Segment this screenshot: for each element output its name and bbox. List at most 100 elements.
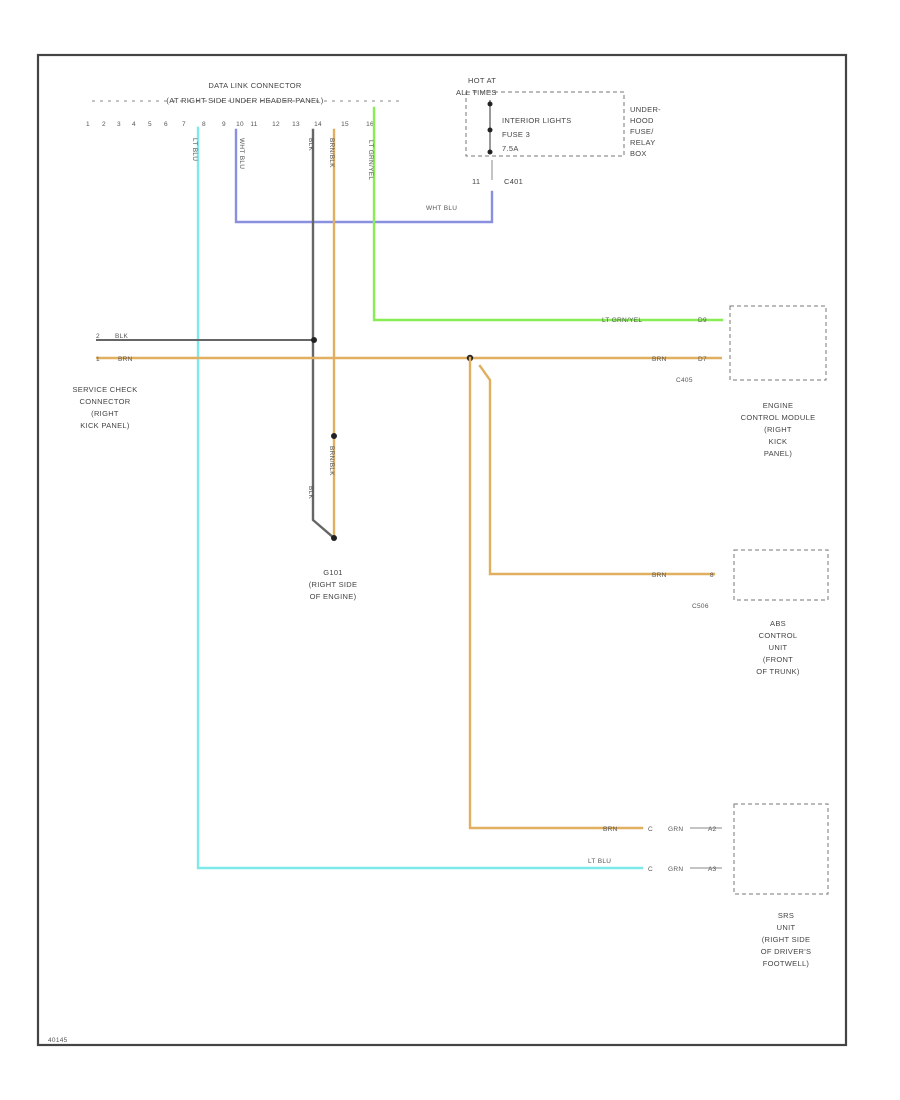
ecm-pin-d9: D9 xyxy=(698,317,707,324)
service-check-label-line-4: KICK PANEL) xyxy=(80,421,130,430)
service-check-label-line-1: SERVICE CHECK xyxy=(72,385,137,394)
ground-label-line-2: (RIGHT SIDE xyxy=(309,580,358,589)
fuse-name: INTERIOR LIGHTS xyxy=(502,116,572,125)
underhood-label-line-4: RELAY xyxy=(630,138,656,147)
dlc-title: DATA LINK CONNECTOR xyxy=(208,81,301,90)
dlc-subtitle: (AT RIGHT SIDE UNDER HEADER PANEL) xyxy=(166,96,323,105)
wire-label-blk-service: BLK xyxy=(115,333,129,340)
fuse-rating: 7.5A xyxy=(502,144,519,153)
abs-pin: 8 xyxy=(710,572,714,579)
c506-label: C506 xyxy=(692,603,709,610)
wire-label-brn-blk-vertical: BRN/BLK xyxy=(328,138,335,168)
ecm-label-line-5: PANEL) xyxy=(764,449,793,458)
dlc-pin-12: 12 xyxy=(272,121,280,128)
wire-wht-blu xyxy=(234,128,494,224)
dlc-pin-9: 9 xyxy=(222,121,226,128)
wire-label-wht-blu-vertical: WHT BLU xyxy=(238,138,245,169)
dlc-pin-3: 3 xyxy=(117,121,121,128)
srs-label-line-2: UNIT xyxy=(777,923,796,932)
c401-pin: 11 xyxy=(472,177,480,186)
abs-label-line-4: (FRONT xyxy=(763,655,793,664)
abs-box xyxy=(733,549,829,601)
fuse-terminal-mid xyxy=(487,127,493,133)
abs-label-line-5: OF TRUNK) xyxy=(756,667,800,676)
srs-pin-a3: A3 xyxy=(708,866,717,873)
dlc-pin-5: 5 xyxy=(148,121,152,128)
srs-box xyxy=(733,803,829,895)
fuse-terminal-top xyxy=(487,101,493,107)
underhood-label-line-2: HOOD xyxy=(630,116,654,125)
wire-brn-abs xyxy=(478,364,716,576)
ecm-label-line-1: ENGINE xyxy=(763,401,794,410)
diagram-code: 40145 xyxy=(48,1037,68,1044)
wire-label-lt-blu: LT BLU xyxy=(588,858,611,865)
abs-label-line-1: ABS xyxy=(770,619,786,628)
service-check-pin-2: 2 xyxy=(96,333,100,340)
wire-label-blk-vertical: BLK xyxy=(307,138,314,152)
srs-label-line-5: FOOTWELL) xyxy=(763,959,810,968)
ground-g101-point xyxy=(331,535,337,541)
ground-label-line-1: G101 xyxy=(323,568,343,577)
ground-g101-label: G101 (RIGHT SIDE OF ENGINE) xyxy=(309,568,358,601)
ground-label-line-3: OF ENGINE) xyxy=(310,592,357,601)
dlc-pin-8: 8 xyxy=(202,121,206,128)
splice-blk xyxy=(311,337,317,343)
ecm-box xyxy=(729,305,827,381)
wire-label-brn-blk-lower: BRN/BLK xyxy=(328,446,335,476)
wire-blk xyxy=(311,128,336,540)
c405-label: C405 xyxy=(676,377,693,384)
srs-connector-1: C xyxy=(648,826,653,833)
wire-label-lt-grn-yel: LT GRN/YEL xyxy=(602,317,642,324)
ecm-label-line-4: KICK xyxy=(769,437,788,446)
fuse-terminal-bottom xyxy=(487,149,493,155)
hot-at-label: HOT AT xyxy=(468,76,496,85)
wire-label-brn-ecm: BRN xyxy=(652,356,667,363)
wire-label-brn-abs: BRN xyxy=(652,572,667,579)
underhood-label-line-1: UNDER- xyxy=(630,105,661,114)
wire-label-wht-blu: WHT BLU xyxy=(426,205,457,212)
wire-lt-grn-yel xyxy=(372,106,724,322)
ecm-label: ENGINE CONTROL MODULE (RIGHT KICK PANEL) xyxy=(741,401,816,458)
ecm-label-line-3: (RIGHT xyxy=(764,425,792,434)
dlc-pin-4: 4 xyxy=(132,121,136,128)
srs-pin-a2: A2 xyxy=(708,826,717,833)
dlc-pin-16: 16 xyxy=(366,121,374,128)
underhood-label-line-5: BOX xyxy=(630,149,647,158)
fuse-id: FUSE 3 xyxy=(502,130,530,139)
abs-label-line-3: UNIT xyxy=(769,643,788,652)
wire-brn-srs xyxy=(468,356,644,830)
service-check-label-line-2: CONNECTOR xyxy=(80,397,131,406)
service-check-pin-1: 1 xyxy=(96,356,100,363)
wire-label-brn-service: BRN xyxy=(118,356,133,363)
wire-label-lt-blu-vertical: LT BLU xyxy=(191,138,198,161)
dlc-pin-13: 13 xyxy=(292,121,300,128)
wire-label-blk-lower: BLK xyxy=(307,486,314,500)
dlc-pin-7: 7 xyxy=(182,121,186,128)
service-check-label-line-3: (RIGHT xyxy=(91,409,119,418)
dlc-pin-6: 6 xyxy=(164,121,168,128)
wire-lt-blu xyxy=(196,126,644,870)
dlc-pin-10: 10 xyxy=(236,121,244,128)
dlc-pin-1: 1 xyxy=(86,121,90,128)
srs-label-line-1: SRS xyxy=(778,911,794,920)
wire-label-lt-grn-yel-vertical: LT GRN/YEL xyxy=(367,140,374,180)
srs-connector-2: C xyxy=(648,866,653,873)
diagram-frame xyxy=(36,53,848,1047)
dlc-pin-14: 14 xyxy=(314,121,322,128)
ecm-pin-d7: D7 xyxy=(698,356,707,363)
srs-label-line-3: (RIGHT SIDE xyxy=(762,935,811,944)
dlc-pin-15: 15 xyxy=(341,121,349,128)
splice-brn-blk xyxy=(331,433,337,439)
srs-wire-grn-1: GRN xyxy=(668,826,683,833)
ecm-label-line-2: CONTROL MODULE xyxy=(741,413,816,422)
dlc-pin-2: 2 xyxy=(102,121,106,128)
underhood-fuse-box-outline xyxy=(465,91,625,157)
dlc-pin-11: 11 xyxy=(250,121,257,128)
c401-label: C401 xyxy=(504,177,523,186)
srs-wire-grn-2: GRN xyxy=(668,866,683,873)
